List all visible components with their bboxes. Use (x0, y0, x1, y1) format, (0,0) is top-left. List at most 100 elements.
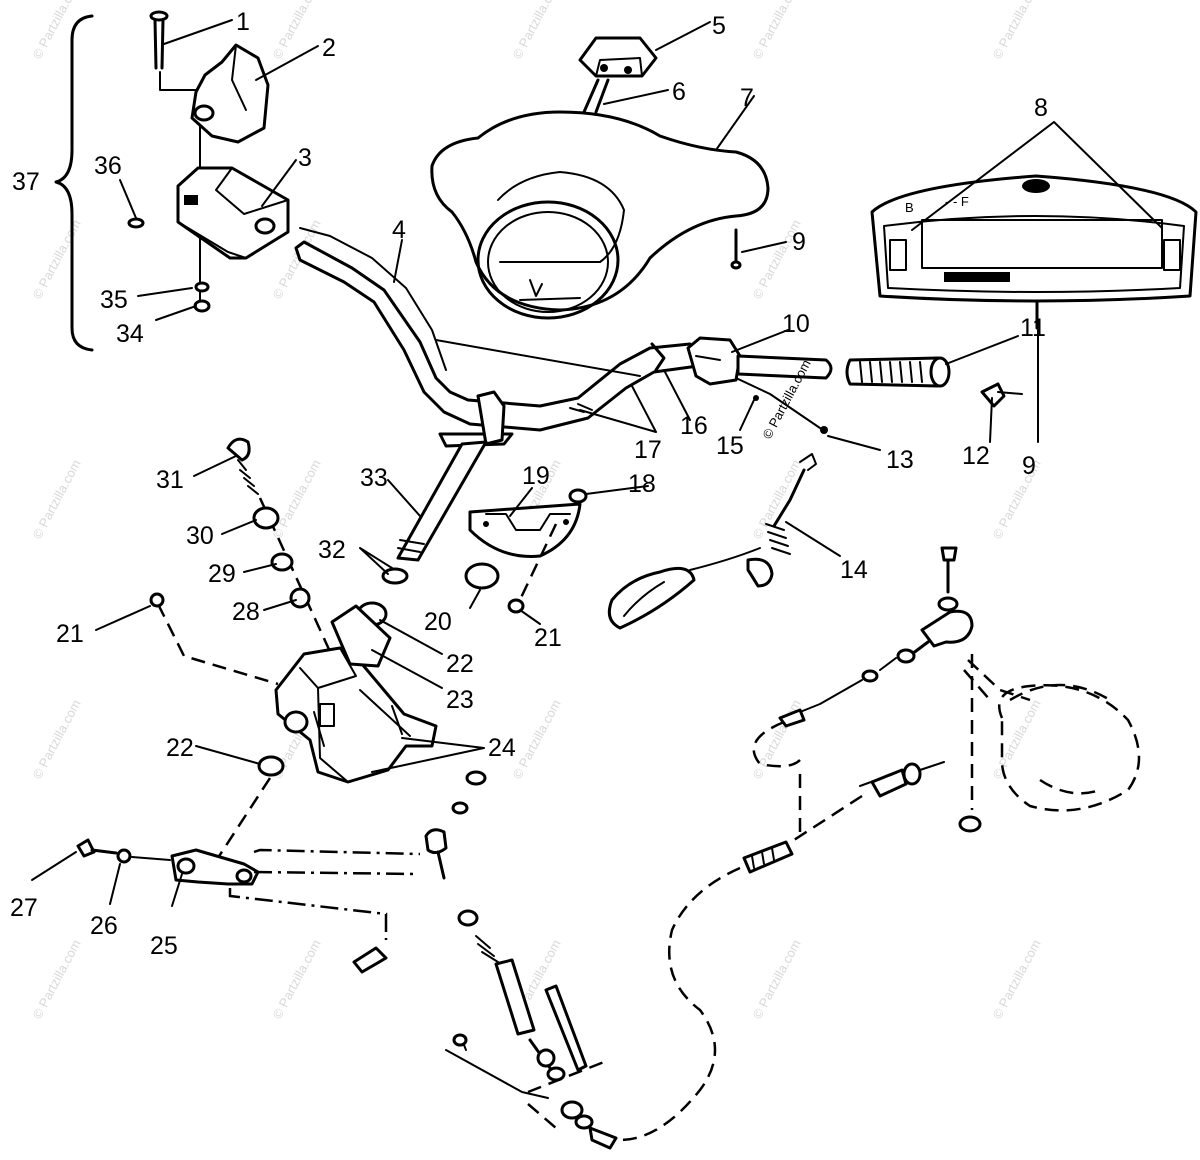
part-bushing-20 (464, 562, 500, 590)
watermark-3-2: © Partzilla.com (509, 697, 563, 781)
callout-26: 26 (90, 912, 118, 940)
part-bolt-low (352, 946, 388, 974)
part-nut-34 (193, 299, 211, 313)
watermark-4-3: © Partzilla.com (749, 937, 803, 1021)
dash-21a (156, 603, 279, 686)
part-wire-6 (582, 78, 610, 114)
callout-5: 5 (712, 12, 726, 40)
callout-36: 36 (94, 152, 122, 180)
callout-23: 23 (446, 686, 474, 714)
part-cover-plate-19 (468, 502, 582, 558)
callout-18: 18 (628, 470, 656, 498)
part-stack-left (226, 437, 334, 657)
dashdot-25-top (253, 870, 419, 876)
watermark-4-0: © Partzilla.com (29, 937, 83, 1021)
part-bolt-27 (76, 838, 96, 858)
group-bracket (54, 14, 94, 352)
callout-1: 1 (236, 8, 250, 36)
dashdot-25-mid (253, 848, 421, 856)
callout-28: 28 (232, 598, 260, 626)
part-bracket-24 (274, 604, 438, 784)
part-headlight-pod-7 (430, 110, 770, 320)
callout-30: 30 (186, 522, 214, 550)
callout-4: 4 (392, 216, 406, 244)
part-arm-25 (170, 848, 260, 886)
callout-8: 8 (1034, 94, 1048, 122)
part-gauge-8: B - - F (870, 174, 1198, 303)
callout-21b: 21 (534, 624, 562, 652)
callout-21a: 21 (56, 620, 84, 648)
part-tether-14 (607, 453, 817, 630)
part-nut-21a (149, 592, 165, 608)
part-cable-15 (735, 377, 821, 429)
callout-32: 32 (318, 536, 346, 564)
callout-31: 31 (156, 466, 184, 494)
callout-11: 11 (1020, 314, 1046, 342)
part-clip-2 (190, 43, 270, 144)
part-control-housing-10 (686, 336, 742, 386)
group-label-37: 37 (12, 168, 40, 196)
watermark-1-0: © Partzilla.com (29, 217, 83, 301)
callout-9b: 9 (1022, 452, 1036, 480)
part-cable-middle (424, 770, 618, 1150)
callout-25: 25 (150, 932, 178, 960)
part-switch-5 (578, 36, 658, 78)
callout-14: 14 (840, 556, 868, 584)
part-washer-26 (116, 848, 132, 864)
callout-29: 29 (208, 560, 236, 588)
part-cable-right (619, 546, 1141, 1142)
watermark-4-1: © Partzilla.com (269, 937, 323, 1021)
part-washer-35 (194, 281, 210, 293)
part-screw-18 (568, 488, 588, 504)
watermark-3-0: © Partzilla.com (29, 697, 83, 781)
part-screw-36 (127, 217, 145, 229)
part-pin-1 (149, 10, 169, 70)
callout-22b: 22 (166, 734, 194, 762)
watermark-3-4: © Partzilla.com (989, 697, 1043, 781)
callout-34: 34 (116, 320, 144, 348)
callout-7: 7 (740, 84, 754, 112)
part-throttle-block-3 (176, 166, 290, 260)
dash-19-21 (516, 523, 558, 605)
part-bushing-22b (257, 755, 285, 777)
callout-6: 6 (672, 78, 686, 106)
callout-3: 3 (298, 144, 312, 172)
callout-27: 27 (10, 894, 38, 922)
part-grip-11 (845, 356, 951, 388)
watermark-0-4: © Partzilla.com (989, 0, 1043, 61)
watermark-0-1: © Partzilla.com (269, 0, 323, 61)
callout-12: 12 (962, 442, 990, 470)
callout-33: 33 (360, 464, 388, 492)
callout-2: 2 (322, 34, 336, 62)
part-clamp-16 (650, 342, 666, 372)
leader-hidden-1 (159, 71, 197, 91)
watermark-0-3: © Partzilla.com (749, 0, 803, 61)
watermark-4-4: © Partzilla.com (989, 937, 1043, 1021)
callout-10: 10 (782, 310, 810, 338)
gauge-left-mark: B (905, 200, 914, 215)
part-cable-end-13 (820, 426, 828, 434)
callout-16: 16 (680, 412, 708, 440)
callout-19: 19 (522, 462, 550, 490)
watermark-2-1: © Partzilla.com (269, 457, 323, 541)
dashdot-25-low (228, 888, 388, 940)
watermark-2-0: © Partzilla.com (29, 457, 83, 541)
watermark-0-0: © Partzilla.com (29, 0, 83, 61)
callout-22a: 22 (446, 650, 474, 678)
part-washer-32 (381, 567, 409, 585)
callout-13: 13 (886, 446, 914, 474)
watermark-0-2: © Partzilla.com (509, 0, 563, 61)
callout-9a: 9 (792, 228, 806, 256)
callout-20: 20 (424, 608, 452, 636)
callout-35: 35 (100, 286, 128, 314)
part-nut-21b (507, 598, 525, 614)
callout-17: 17 (634, 436, 662, 464)
callout-24: 24 (488, 734, 516, 762)
dash-22-25 (212, 777, 272, 865)
leader-lines (31, 19, 1163, 907)
callout-15: 15 (716, 432, 744, 460)
part-bar-end (736, 354, 833, 380)
